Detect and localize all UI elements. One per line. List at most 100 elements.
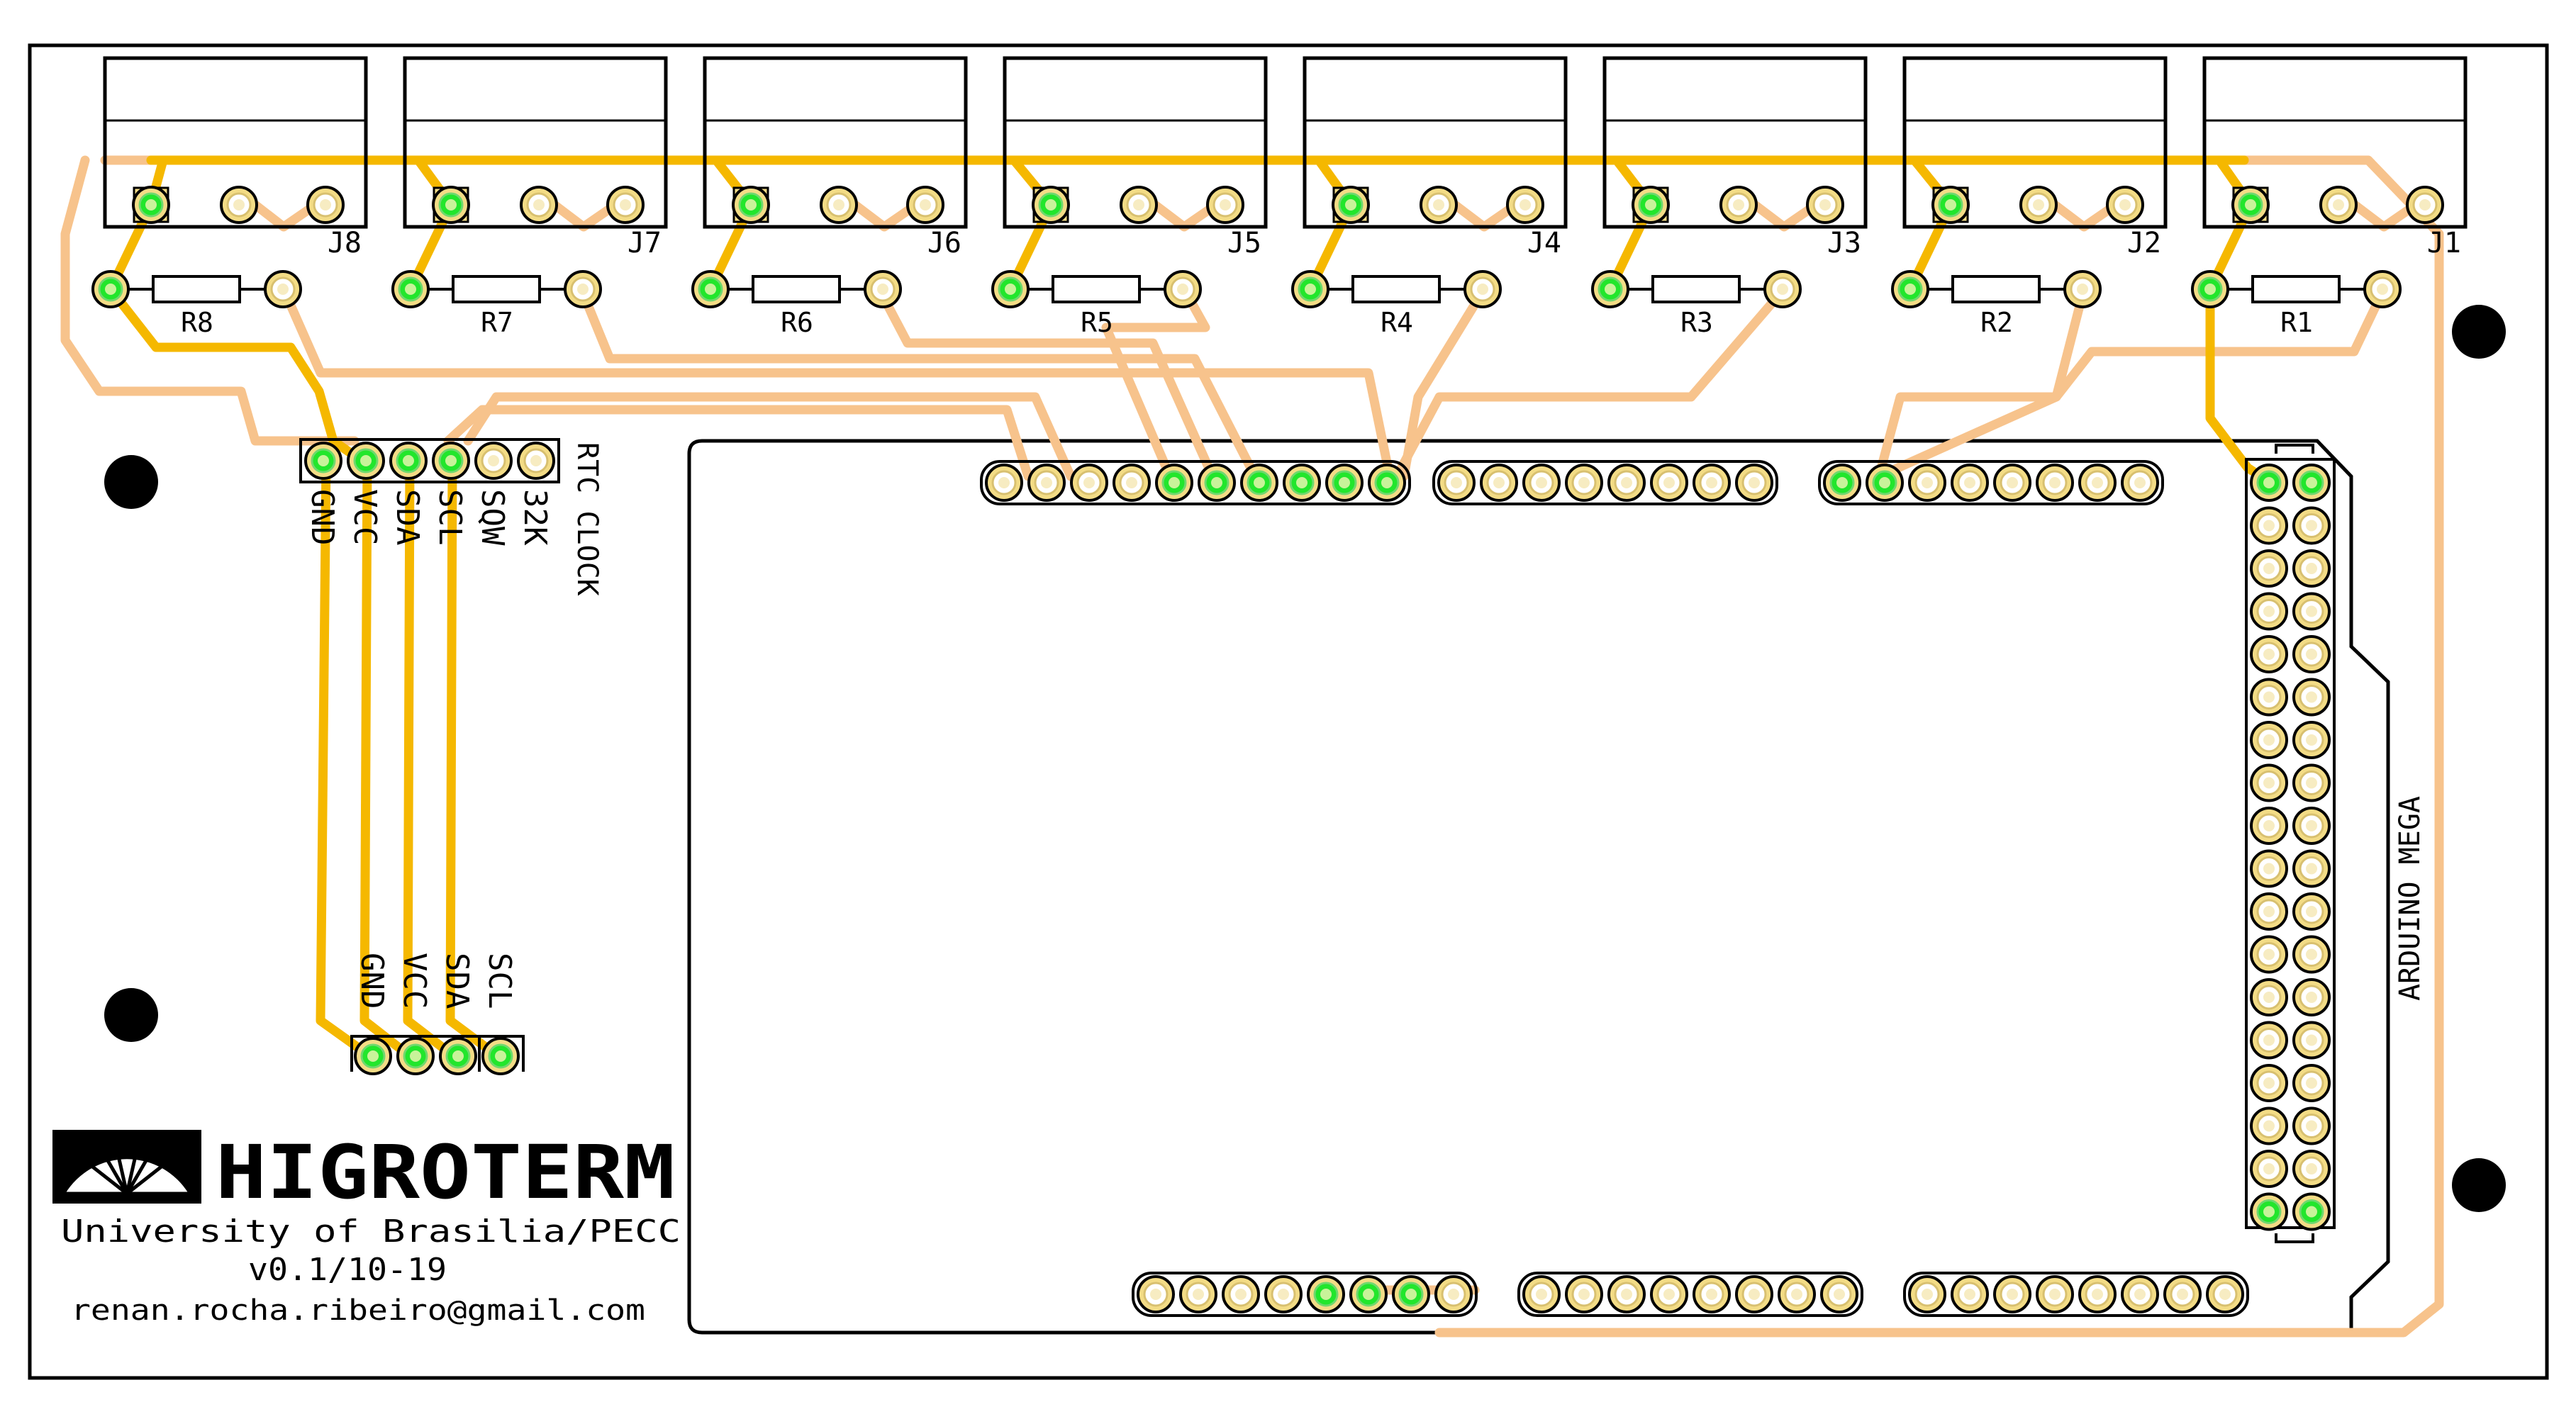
header-pin <box>2121 464 2159 502</box>
header-pin <box>1908 464 1946 502</box>
top-trace <box>2205 284 2274 487</box>
header-pin <box>1951 464 1989 502</box>
terminal-block: J5 <box>1003 56 1268 259</box>
arduino-mega-outline <box>687 439 2390 1335</box>
header-pin <box>1392 1275 1430 1313</box>
header-pin <box>985 464 1023 502</box>
i2c-pin <box>481 1037 520 1075</box>
mounting-hole <box>104 455 158 509</box>
arduino-label: ARDUINO MEGA <box>2394 796 2426 1001</box>
header-pin <box>1070 464 1108 502</box>
terminal-label: J2 <box>2127 227 2161 259</box>
top-trace <box>316 456 375 1061</box>
header-pin <box>2250 464 2288 502</box>
resistor-pin <box>391 270 430 308</box>
resistor-pin <box>91 270 130 308</box>
header-pin <box>1325 464 1364 502</box>
terminal-pin <box>1632 186 1670 224</box>
header-pin <box>2250 1192 2288 1231</box>
header-pin <box>2250 721 2288 759</box>
terminal-label: J8 <box>328 227 362 259</box>
terminal-block: J3 <box>1602 56 1868 259</box>
header-pin <box>2163 1275 2202 1313</box>
header-pin <box>1179 1275 1217 1313</box>
rtc-pin-label: SDA <box>389 489 425 545</box>
header-pin <box>1735 1275 1773 1313</box>
resistor-label: R6 <box>781 307 813 338</box>
resistor-label: R2 <box>1980 307 2013 338</box>
header-row <box>1432 460 1778 505</box>
header-row <box>1132 1272 1478 1317</box>
bottom-trace <box>1874 284 2089 481</box>
rtc-pin-label: VCC <box>347 489 383 545</box>
header-pin <box>2250 506 2288 545</box>
header-pin <box>2250 635 2288 673</box>
resistor-pin <box>1591 270 1629 308</box>
rtc-pin-label: SCL <box>432 489 468 545</box>
terminal-pin <box>520 186 558 224</box>
resistor-label: R5 <box>1081 307 1113 338</box>
resistor-pin <box>1291 270 1329 308</box>
rtc-pin <box>347 442 385 480</box>
rtc-pin <box>389 442 428 480</box>
logo-org: University of Brasilia/PECC <box>61 1213 681 1250</box>
terminal-pin <box>1032 186 1070 224</box>
mounting-hole <box>2452 305 2506 359</box>
header-pin <box>2292 549 2331 588</box>
terminal-pin <box>306 186 345 224</box>
header-pin <box>2250 1106 2288 1145</box>
rtc-pin-label: GND <box>304 489 340 545</box>
header-pin <box>2250 935 2288 974</box>
terminal-pin <box>1506 186 1544 224</box>
header-pin <box>2292 978 2331 1016</box>
board-outline <box>28 43 2549 1380</box>
header-pin <box>1522 464 1561 502</box>
terminal-pin <box>1719 186 1758 224</box>
header-pin <box>2250 1150 2288 1188</box>
header-pin <box>1735 464 1773 502</box>
terminal-pin <box>1120 186 1158 224</box>
header-pin <box>1027 464 1066 502</box>
resistor: R3 <box>1591 270 1802 338</box>
header-pin <box>1307 1275 1345 1313</box>
header-pin <box>1778 1275 1816 1313</box>
bottom-trace <box>1874 284 2389 481</box>
top-trace <box>106 284 367 466</box>
header-row <box>1517 1272 1863 1317</box>
header-pin <box>1650 464 1688 502</box>
bottom-trace <box>279 284 1395 481</box>
terminal-pin <box>606 186 645 224</box>
header-pin <box>1951 1275 1989 1313</box>
header-row <box>1818 460 2164 505</box>
resistor-pin <box>264 270 302 308</box>
terminal-pin <box>2231 186 2270 224</box>
bottom-trace <box>250 200 320 232</box>
header-pin <box>1240 464 1278 502</box>
header-pin <box>2250 1021 2288 1060</box>
header-pin <box>1693 464 1731 502</box>
resistor-pin <box>1891 270 1929 308</box>
terminal-label: J3 <box>1827 227 1861 259</box>
i2c-pin-label: SDA <box>439 953 475 1009</box>
bottom-trace <box>1392 284 1789 481</box>
resistor-label: R8 <box>181 307 213 338</box>
header-pin <box>2292 1064 2331 1102</box>
resistor: R2 <box>1891 270 2102 338</box>
i2c-pin <box>396 1037 435 1075</box>
rtc-pin-label: 32K <box>517 489 553 546</box>
bottom-trace <box>60 155 359 446</box>
resistor: R7 <box>391 270 602 338</box>
mounting-hole <box>2452 1158 2506 1212</box>
terminal-block: J6 <box>703 56 968 259</box>
header-pin <box>2250 592 2288 631</box>
header-row <box>1903 1272 2249 1317</box>
terminal-pin <box>1931 186 1970 224</box>
terminal-pin <box>1332 186 1370 224</box>
arduino-headers <box>980 444 2336 1317</box>
rtc-pin <box>517 442 555 480</box>
terminal-pin <box>2106 186 2144 224</box>
i2c-pin <box>439 1037 477 1075</box>
resistor: R8 <box>91 270 302 338</box>
